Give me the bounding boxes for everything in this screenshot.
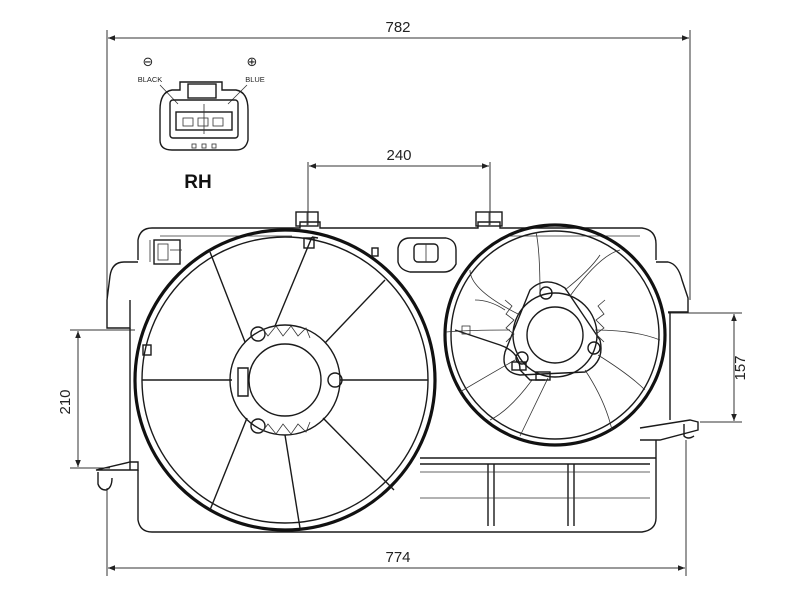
small-fan xyxy=(443,223,667,447)
dimension-overall-width-top: 782 xyxy=(106,19,691,300)
rh-label: RH xyxy=(184,172,211,193)
connector-detail: ⊖ ⊕ BLACK BLUE RH xyxy=(138,55,265,193)
dimension-center-distance: 240 xyxy=(307,147,491,225)
black-wire-label: BLACK xyxy=(138,75,163,84)
dimension-right-height: 157 xyxy=(668,312,749,423)
dimension-label-782: 782 xyxy=(385,19,410,36)
dimension-label-774: 774 xyxy=(385,549,410,566)
dimension-left-height: 210 xyxy=(57,329,135,469)
dimension-label-210: 210 xyxy=(57,389,74,414)
fan-shroud xyxy=(95,211,699,533)
large-fan xyxy=(133,228,437,532)
dimension-label-157: 157 xyxy=(732,355,749,380)
positive-terminal-icon: ⊕ xyxy=(247,55,258,70)
negative-terminal-icon: ⊖ xyxy=(143,55,154,70)
blue-wire-label: BLUE xyxy=(245,75,265,84)
dimension-label-240: 240 xyxy=(386,147,411,164)
dimension-overall-width-bottom: 774 xyxy=(106,440,687,576)
